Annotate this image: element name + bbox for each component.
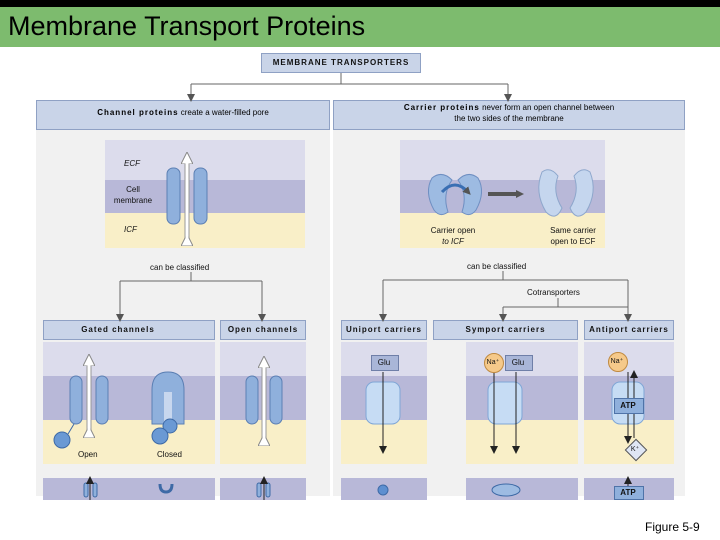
open-channel-protein bbox=[245, 362, 283, 440]
antiport-ecf-band bbox=[584, 342, 674, 376]
channel-header bbox=[36, 100, 330, 130]
uniport-icf-band bbox=[341, 420, 427, 464]
antiport-na-ion bbox=[608, 352, 628, 372]
symbol-atp-badge bbox=[614, 486, 644, 500]
carrier-header-text: Carrier proteins never form an open chan… bbox=[333, 102, 685, 124]
symport-carrier bbox=[487, 372, 523, 454]
carrier-header-rest: never form an open channel between bbox=[479, 103, 615, 112]
carrier-classified-label: can be classified bbox=[467, 262, 527, 271]
carrier-open-ecf-line1: Same carrier bbox=[550, 226, 596, 235]
uniport-carrier bbox=[365, 372, 401, 454]
gated-channel-open bbox=[53, 360, 109, 449]
carrier-protein-open-ecf bbox=[538, 169, 594, 217]
channel-header-rest: create a water-filled pore bbox=[178, 108, 269, 117]
carrier-open-icf-line2: to ICF bbox=[442, 237, 464, 246]
gated-open-label: Open bbox=[78, 450, 98, 459]
symport-icf-band bbox=[466, 420, 578, 464]
ecf-label: ECF bbox=[124, 159, 140, 168]
carrier-header-line2: the two sides of the membrane bbox=[454, 114, 564, 123]
carrier-protein-open-icf bbox=[428, 174, 482, 216]
open-channels-label: Open channels bbox=[227, 325, 299, 334]
root-label: MEMBRANE TRANSPORTERS bbox=[272, 58, 410, 67]
antiport-na-label: Na⁺ bbox=[610, 358, 624, 365]
carrier-icf-band bbox=[400, 213, 605, 248]
symbol-atp-label: ATP bbox=[620, 488, 636, 497]
carrier-open-icf-line1: Carrier open bbox=[430, 226, 476, 235]
antiport-k-label: K⁺ bbox=[630, 446, 640, 453]
uniport-glu-box bbox=[371, 355, 399, 371]
figure-label: Figure 5-9 bbox=[645, 520, 700, 534]
channel-header-bold: Channel proteins bbox=[97, 108, 179, 117]
symbol-strip-symport bbox=[466, 478, 578, 500]
symport-glu-label: Glu bbox=[511, 358, 525, 367]
channel-protein-top bbox=[166, 158, 208, 240]
gated-channels-label: Gated channels bbox=[81, 325, 155, 334]
cotransporters-label: Cotransporters bbox=[527, 288, 580, 297]
carrier-header-line1: Carrier proteins never form an open chan… bbox=[333, 102, 685, 113]
antiport-atp-badge bbox=[614, 398, 644, 414]
channel-header-text: Channel proteins create a water-filled p… bbox=[36, 108, 330, 117]
gated-closed-label: Closed bbox=[157, 450, 182, 459]
symport-label: Symport carriers bbox=[465, 325, 546, 334]
icf-label: ICF bbox=[124, 225, 137, 234]
antiport-label: Antiport carriers bbox=[589, 325, 669, 334]
cell-membrane-label-line2: membrane bbox=[113, 196, 153, 205]
gated-channel-closed bbox=[151, 371, 185, 445]
gated-ecf-band bbox=[43, 342, 215, 376]
carrier-ecf-band bbox=[400, 140, 605, 180]
symport-na-label: Na⁺ bbox=[486, 359, 500, 366]
title-bar bbox=[0, 7, 720, 47]
uniport-glu-label: Glu bbox=[377, 358, 391, 367]
slide-title: Membrane Transport Proteins bbox=[8, 11, 366, 41]
top-border bbox=[0, 0, 720, 7]
uniport-label: Uniport carriers bbox=[345, 325, 423, 334]
antiport-atp-label: ATP bbox=[620, 401, 636, 410]
carrier-open-ecf-line2: open to ECF bbox=[550, 237, 596, 246]
symport-glu-box bbox=[505, 355, 533, 371]
carrier-header-bold: Carrier proteins bbox=[403, 103, 480, 112]
symbol-strip-open bbox=[220, 478, 306, 500]
symbol-icons bbox=[83, 482, 521, 498]
root-header bbox=[261, 53, 421, 73]
channel-classified-label: can be classified bbox=[150, 263, 210, 272]
symport-na-ion bbox=[484, 353, 504, 373]
root-connectors bbox=[116, 73, 632, 322]
gated-channels-header bbox=[43, 320, 215, 340]
cell-membrane-label-line1: Cell bbox=[126, 185, 140, 194]
